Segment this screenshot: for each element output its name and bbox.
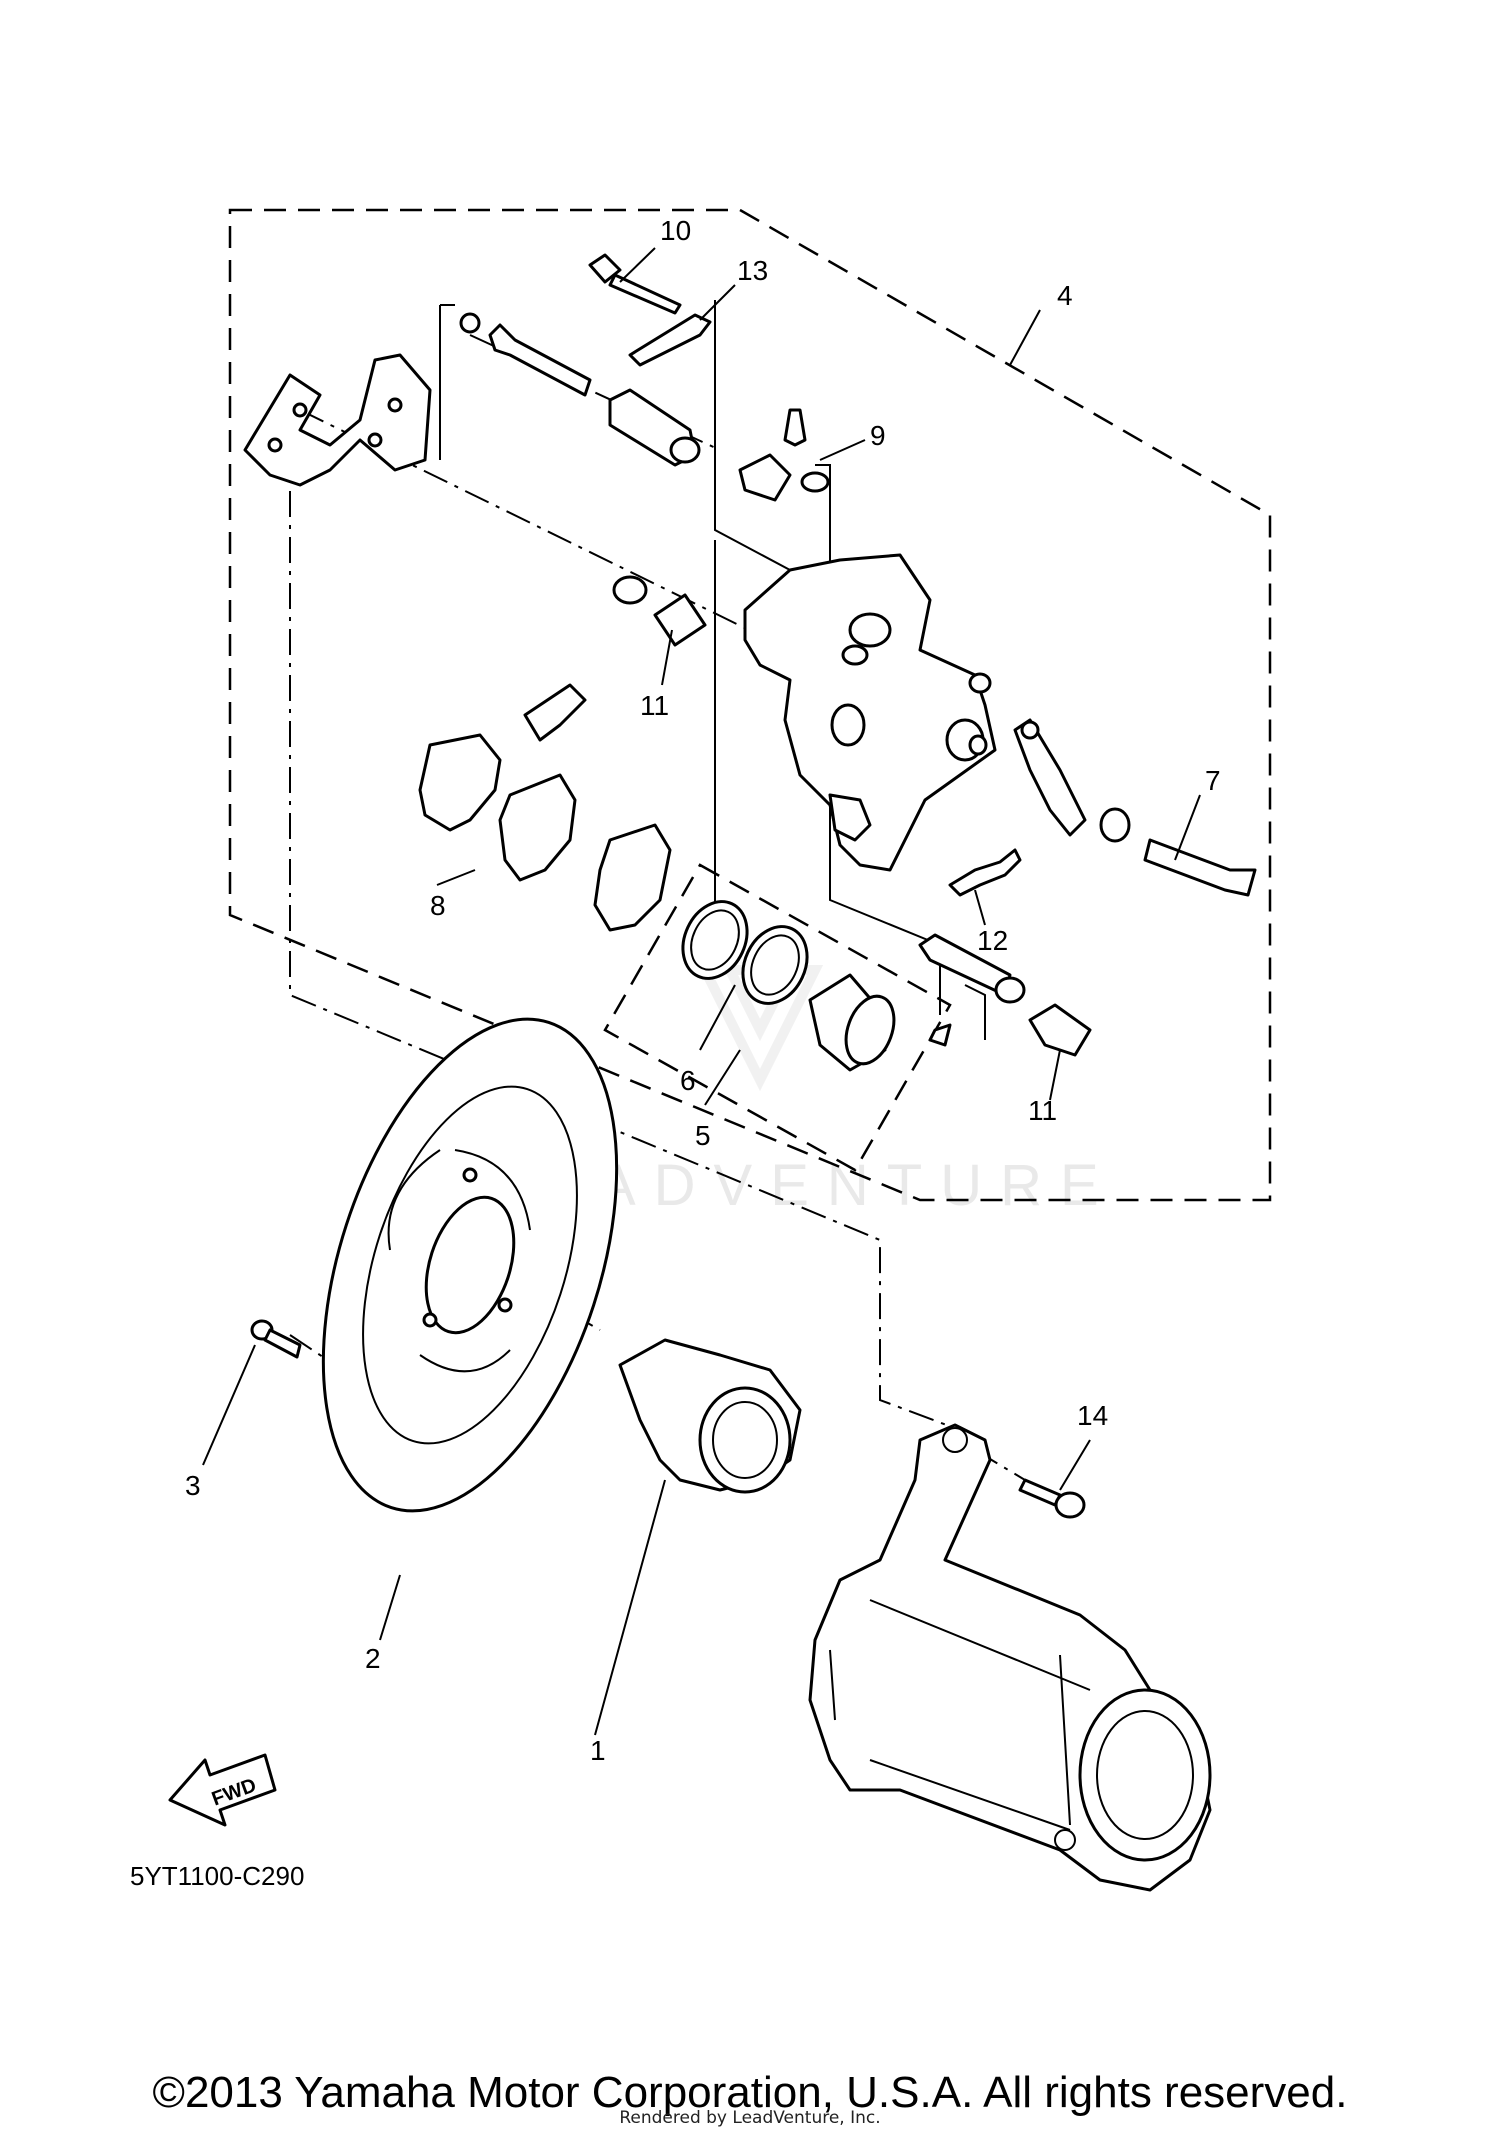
copyright-notice: ©2013 Yamaha Motor Corporation, U.S.A. A… <box>152 2068 1348 2117</box>
callout-4: 4 <box>1057 280 1073 311</box>
pin-lower <box>918 933 1092 1057</box>
callout-10: 10 <box>660 215 691 246</box>
axle-housing <box>808 1423 1212 1892</box>
callout-2: 2 <box>365 1643 381 1674</box>
callout-12: 12 <box>977 925 1008 956</box>
callout-9: 9 <box>870 420 886 451</box>
callout-3: 3 <box>185 1470 201 1501</box>
lever-7 <box>1013 718 1257 897</box>
lock-plate-13 <box>628 313 712 367</box>
callout-11-lower: 11 <box>1028 1095 1057 1126</box>
guide-lines <box>439 300 986 1040</box>
brake-disc-2 <box>321 1017 619 1513</box>
bolt-10 <box>588 253 682 315</box>
callout-11-upper: 11 <box>640 690 669 721</box>
sleeve-11-upper <box>653 593 707 647</box>
hub-1 <box>618 1338 802 1494</box>
washer <box>612 575 648 605</box>
diagram-code: 5YT1100-C290 <box>130 1861 304 1891</box>
spring-12 <box>948 848 1022 897</box>
assembly-boundary-5 <box>603 863 952 1172</box>
caliper-body <box>743 553 997 872</box>
bolt-3 <box>250 1319 302 1359</box>
brake-pads-8 <box>418 683 672 932</box>
caliper-bracket <box>243 353 432 487</box>
bleed-screw-9 <box>738 408 830 502</box>
piston <box>808 973 896 1072</box>
bolt3-centerline <box>289 1334 336 1366</box>
slide-pin <box>459 312 701 467</box>
callout-13: 13 <box>737 255 768 286</box>
callout-7: 7 <box>1205 765 1221 796</box>
callout-14: 14 <box>1077 1400 1108 1431</box>
callout-1: 1 <box>590 1735 606 1766</box>
assembly-boundary-4 <box>228 208 1272 1202</box>
fwd-arrow-icon <box>168 1753 277 1827</box>
clip <box>928 1023 952 1047</box>
callout-8: 8 <box>430 890 446 921</box>
bolt-14 <box>1018 1478 1086 1519</box>
leader-lines <box>202 247 1201 1736</box>
callout-5: 5 <box>695 1120 711 1151</box>
callout-labels: 1 2 3 4 5 6 7 8 9 10 11 11 12 13 14 <box>185 215 1221 1766</box>
callout-6: 6 <box>680 1065 696 1096</box>
seals-6 <box>681 900 809 1005</box>
rendered-by-credit: Rendered by LeadVenture, Inc. <box>619 2108 881 2128</box>
